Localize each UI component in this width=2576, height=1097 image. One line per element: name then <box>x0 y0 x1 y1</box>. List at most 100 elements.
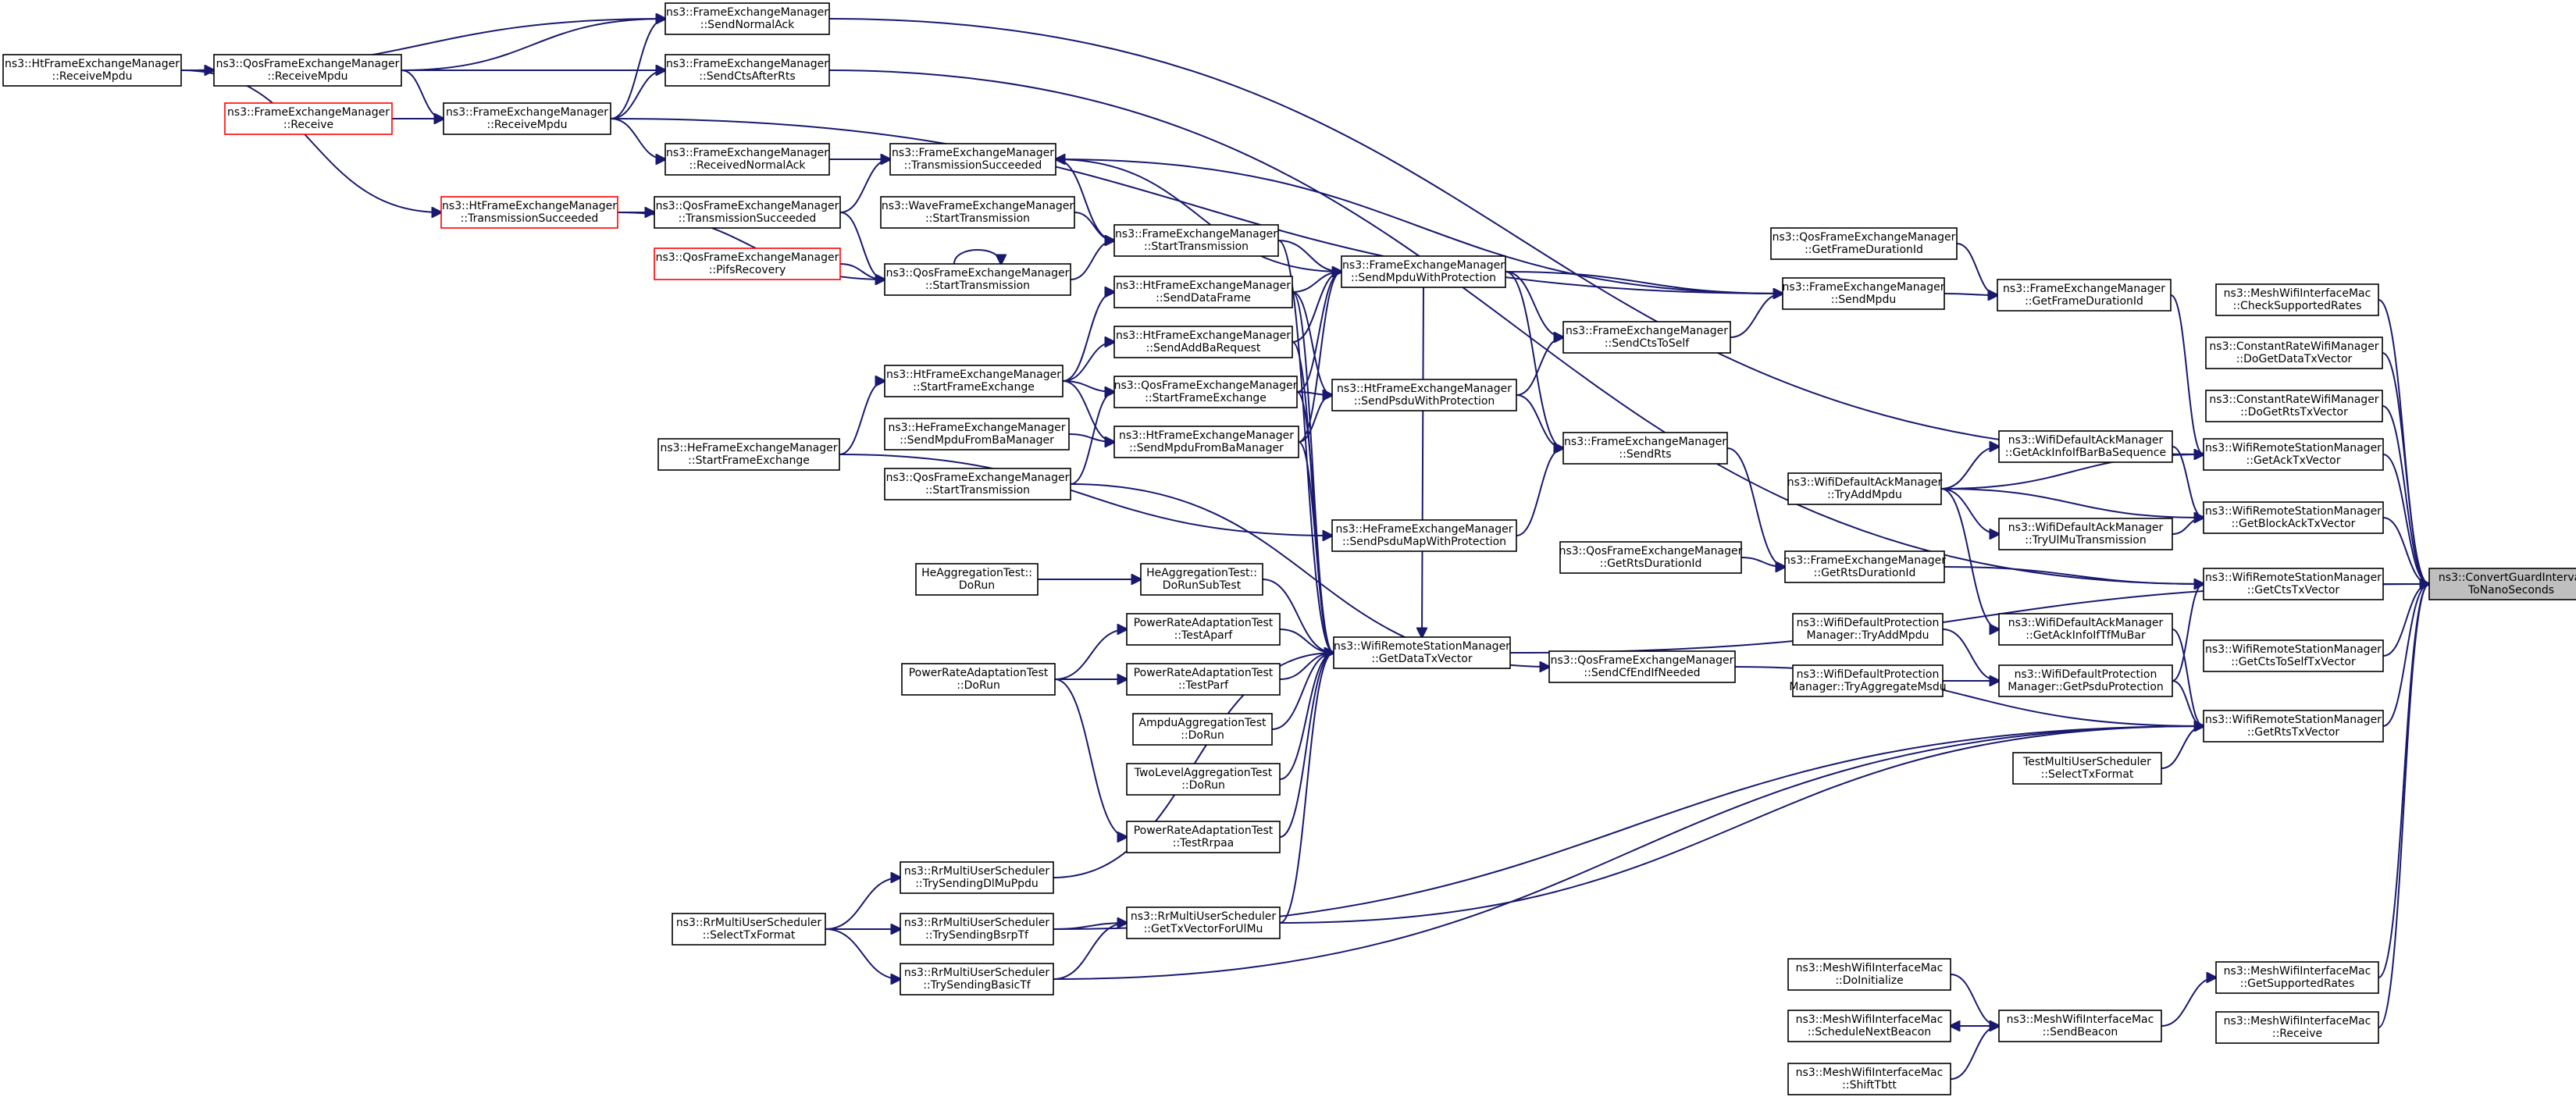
node-label-line: DoRun <box>959 579 995 592</box>
function-node-he-send-psdu-map[interactable]: ns3::HeFrameExchangeManager::SendPsduMap… <box>1331 519 1517 552</box>
node-label-line: ::SendNormalAck <box>700 19 795 31</box>
function-node-fem-receive[interactable]: ns3::FrameExchangeManager::Receive <box>224 102 393 135</box>
function-node-ht-send-data[interactable]: ns3::HtFrameExchangeManager::SendDataFra… <box>1113 276 1293 308</box>
function-node-cr-do-get-rts[interactable]: ns3::ConstantRateWifiManager::DoGetRtsTx… <box>2205 390 2383 422</box>
function-node-ht-start-f-e[interactable]: ns3::HtFrameExchangeManager::StartFrameE… <box>884 365 1064 397</box>
function-node-fem-recv-normal-ack[interactable]: ns3::FrameExchangeManager::ReceivedNorma… <box>664 143 830 176</box>
function-node-fem-send-cts-to-self[interactable]: ns3::FrameExchangeManager::SendCtsToSelf <box>1562 321 1731 354</box>
function-node-fem-send-rts[interactable]: ns3::FrameExchangeManager::SendRts <box>1562 432 1728 465</box>
call-edge <box>1053 923 1127 930</box>
node-label-line: ::SendCtsToSelf <box>1605 337 1690 350</box>
function-node-qos-tx-succ[interactable]: ns3::QosFrameExchangeManager::Transmissi… <box>654 196 841 229</box>
function-node-pra-parf[interactable]: PowerRateAdaptationTest::TestParf <box>1126 663 1281 696</box>
function-node-qos-get-rts-dur[interactable]: ns3::QosFrameExchangeManager::GetRtsDura… <box>1559 541 1743 574</box>
function-node-fem-start-tx[interactable]: ns3::FrameExchangeManager::StartTransmis… <box>1113 224 1279 257</box>
node-label-line: ns3::QosFrameExchangeManager <box>1559 545 1743 557</box>
function-node-rr-basic[interactable]: ns3::RrMultiUserScheduler::TrySendingBas… <box>900 963 1054 995</box>
function-node-mesh-shift[interactable]: ns3::MeshWifiInterfaceMac::ShiftTbtt <box>1787 1063 1951 1095</box>
function-node-ht-send-mpdu-ba[interactable]: ns3::HtFrameExchangeManager::SendMpduFro… <box>1113 426 1299 458</box>
function-node-rsm-cts-to-self[interactable]: ns3::WifiRemoteStationManager::GetCtsToS… <box>2203 639 2384 672</box>
function-node-prot-get-psdu[interactable]: ns3::WifiDefaultProtectionManager::GetPs… <box>1998 664 2173 697</box>
function-node-ack-try-ul-mu[interactable]: ns3::WifiDefaultAckManager::TryUlMuTrans… <box>1998 518 2173 550</box>
node-box <box>2205 390 2383 422</box>
function-node-fem-send-mpdu[interactable]: ns3::FrameExchangeManager::SendMpdu <box>1782 277 1945 310</box>
function-node-fem-send-normal-ack[interactable]: ns3::FrameExchangeManager::SendNormalAck <box>664 2 830 35</box>
function-node-ack-try-add[interactable]: ns3::WifiDefaultAckManager::TryAddMpdu <box>1787 472 1943 505</box>
function-node-rsm-rts[interactable]: ns3::WifiRemoteStationManager::GetRtsTxV… <box>2203 710 2384 743</box>
node-label-line: ns3::QosFrameExchangeManager <box>656 200 839 212</box>
function-node-qos-pifs[interactable]: ns3::QosFrameExchangeManager::PifsRecove… <box>654 248 841 280</box>
function-node-rsm-cts[interactable]: ns3::WifiRemoteStationManager::GetCtsTxV… <box>2203 568 2384 600</box>
node-label-line: ns3::HtFrameExchangeManager <box>886 369 1061 381</box>
node-label-line: ns3::QosFrameExchangeManager <box>1773 231 1956 244</box>
node-label-line: ns3::MeshWifiInterfaceMac <box>1796 1013 1944 1026</box>
call-edge <box>1054 629 1127 680</box>
call-edge <box>1053 923 1127 980</box>
node-label-line: ::DoRun <box>957 679 1000 692</box>
function-node-wave-start-tx[interactable]: ns3::WaveFrameExchangeManager::StartTran… <box>880 196 1075 229</box>
function-node-rsm-block-ack[interactable]: ns3::WifiRemoteStationManager::GetBlockA… <box>2203 501 2384 534</box>
function-node-prot-try-agg[interactable]: ns3::WifiDefaultProtectionManager::TryAg… <box>1789 664 1947 697</box>
node-label-line: ::GetCtsTxVector <box>2247 584 2340 597</box>
function-node-ht-tx-succ[interactable]: ns3::HtFrameExchangeManager::Transmissio… <box>440 196 618 229</box>
function-node-rr-select[interactable]: ns3::RrMultiUserScheduler::SelectTxForma… <box>672 913 826 946</box>
function-node-fem-tx-succ[interactable]: ns3::FrameExchangeManager::TransmissionS… <box>889 143 1056 176</box>
node-label-line: PowerRateAdaptationTest <box>1134 617 1274 629</box>
node-label-line: ns3::WifiDefaultAckManager <box>2008 522 2164 534</box>
node-label-line: ns3::MeshWifiInterfaceMac <box>2007 1013 2154 1026</box>
function-node-cr-do-get-data[interactable]: ns3::ConstantRateWifiManager::DoGetDataT… <box>2205 337 2383 369</box>
call-edge <box>1070 240 1114 280</box>
function-node-pra-aparf[interactable]: PowerRateAdaptationTest::TestAparf <box>1126 613 1281 646</box>
node-label-line: ns3::WifiRemoteStationManager <box>2205 442 2382 454</box>
function-node-fem-get-frame-dur[interactable]: ns3::FrameExchangeManager::GetFrameDurat… <box>1997 279 2172 312</box>
function-node-fem-send-cts[interactable]: ns3::FrameExchangeManager::SendCtsAfterR… <box>664 54 830 87</box>
function-node-ampdu-do-run[interactable]: AmpduAggregationTest::DoRun <box>1132 713 1273 746</box>
function-node-mesh-send-beacon[interactable]: ns3::MeshWifiInterfaceMac::SendBeacon <box>1998 1010 2162 1042</box>
function-node-qos-start-f-e[interactable]: ns3::QosFrameExchangeManager::StartFrame… <box>1113 376 1298 408</box>
function-node-prot-try-add[interactable]: ns3::WifiDefaultProtectionManager::TryAd… <box>1792 613 1944 646</box>
node-box <box>1562 432 1728 465</box>
function-node-rr-bsrp[interactable]: ns3::RrMultiUserScheduler::TrySendingBsr… <box>900 913 1054 946</box>
function-node-he-send-mpdu-ba[interactable]: ns3::HeFrameExchangeManager::SendMpduFro… <box>884 418 1070 451</box>
function-node-rsm-get-data[interactable]: ns3::WifiRemoteStationManager::GetDataTx… <box>1333 636 1511 669</box>
node-label-line: ::SelectTxFormat <box>703 929 796 942</box>
function-node-agg-do-run-sub[interactable]: HeAggregationTest::DoRunSubTest <box>1140 563 1263 596</box>
function-node-mesh-do-init[interactable]: ns3::MeshWifiInterfaceMac::DoInitialize <box>1787 958 1951 991</box>
call-edge <box>1074 212 1114 240</box>
function-node-ht-recv-mpdu[interactable]: ns3::HtFrameExchangeManager::ReceiveMpdu <box>2 54 182 87</box>
function-node-rsm-ack[interactable]: ns3::WifiRemoteStationManager::GetAckTxV… <box>2203 438 2384 471</box>
node-label-line: ::SendMpduFromBaManager <box>1129 442 1284 454</box>
function-node-pra-do-run[interactable]: PowerRateAdaptationTest::DoRun <box>901 663 1056 696</box>
function-node-tmu-select[interactable]: TestMultiUserScheduler::SelectTxFormat <box>2012 752 2162 785</box>
function-node-ht-send-psdu-prot[interactable]: ns3::HtFrameExchangeManager::SendPsduWit… <box>1331 379 1517 411</box>
function-node-qos-get-frame-dur[interactable]: ns3::QosFrameExchangeManager::GetFrameDu… <box>1770 227 1958 260</box>
node-label-line: ::Receive <box>283 119 333 131</box>
node-label-line: ::PifsRecovery <box>709 264 786 276</box>
function-node-fem-get-rts-dur[interactable]: ns3::FrameExchangeManager::GetRtsDuratio… <box>1783 550 1946 583</box>
function-node-ack-get-bar[interactable]: ns3::WifiDefaultAckManager::GetAckInfoIf… <box>1998 430 2173 463</box>
function-node-pra-rrpaa[interactable]: PowerRateAdaptationTest::TestRrpaa <box>1126 821 1281 853</box>
function-node-qos-recv-mpdu[interactable]: ns3::QosFrameExchangeManager::ReceiveMpd… <box>213 54 402 87</box>
function-node-fem-recv-mpdu[interactable]: ns3::FrameExchangeManager::ReceiveMpdu <box>443 102 611 135</box>
node-label-line: ::StartFrameExchange <box>1145 392 1267 404</box>
function-node-he-start-f-e[interactable]: ns3::HeFrameExchangeManager::StartFrameE… <box>657 438 840 471</box>
function-node-mesh-check[interactable]: ns3::MeshWifiInterfaceMac::CheckSupporte… <box>2215 283 2379 316</box>
function-node-mesh-schedule[interactable]: ns3::MeshWifiInterfaceMac::ScheduleNextB… <box>1787 1010 1951 1042</box>
call-edge <box>1055 158 1341 272</box>
function-node-qos-start-tx[interactable]: ns3::QosFrameExchangeManager::StartTrans… <box>884 263 1071 296</box>
node-label-line: ::SendRts <box>1619 448 1671 461</box>
function-node-qos-send-cf-end[interactable]: ns3::QosFrameExchangeManager::SendCfEndI… <box>1548 650 1736 683</box>
function-node-two-level-do-run[interactable]: TwoLevelAggregationTest::DoRun <box>1126 763 1281 796</box>
function-node-rr-dl-mu[interactable]: ns3::RrMultiUserScheduler::TrySendingDlM… <box>900 861 1054 894</box>
function-node-mesh-get-supported[interactable]: ns3::MeshWifiInterfaceMac::GetSupportedR… <box>2215 961 2379 994</box>
function-node-ack-get-tf[interactable]: ns3::WifiDefaultAckManager::GetAckInfoIf… <box>1998 613 2173 646</box>
function-node-ht-send-add-ba[interactable]: ns3::HtFrameExchangeManager::SendAddBaRe… <box>1113 326 1293 358</box>
node-label-line: TwoLevelAggregationTest <box>1134 767 1273 779</box>
function-node-rr-get-tx-ul[interactable]: ns3::RrMultiUserScheduler::GetTxVectorFo… <box>1126 906 1281 939</box>
function-node-fem-send-mpdu-prot[interactable]: ns3::FrameExchangeManager::SendMpduWithP… <box>1341 255 1506 288</box>
function-node-mesh-receive[interactable]: ns3::MeshWifiInterfaceMac::Receive <box>2215 1011 2379 1044</box>
function-node-agg-do-run[interactable]: HeAggregationTest::DoRun <box>915 563 1039 596</box>
function-node-qos-start-tx2[interactable]: ns3::QosFrameExchangeManager::StartTrans… <box>884 468 1071 500</box>
call-edge <box>2161 726 2204 769</box>
